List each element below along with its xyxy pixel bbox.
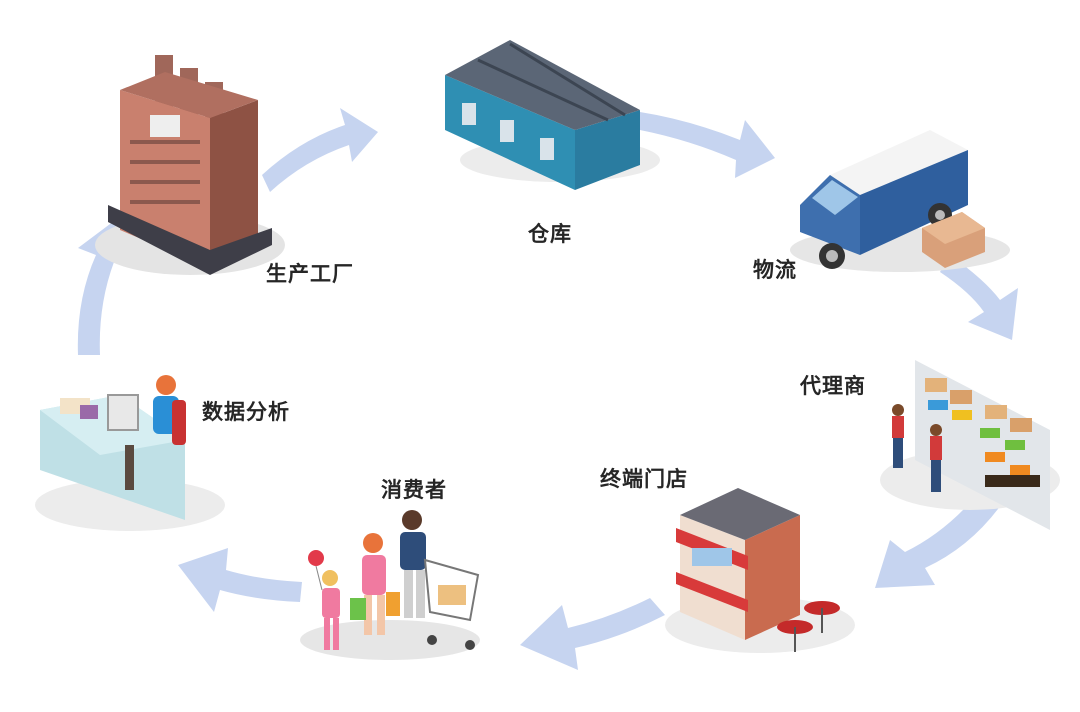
node-label-logistics: 物流 [753, 258, 797, 282]
arrow-logistics-to-distributor [940, 255, 1018, 340]
node-label-warehouse: 仓库 [528, 222, 572, 246]
warehouse-icon [445, 40, 660, 190]
node-label-consumer: 消费者 [381, 478, 447, 502]
arrow-distributor-to-store [875, 485, 1008, 588]
node-label-store: 终端门店 [600, 467, 688, 491]
node-label-distributor: 代理商 [800, 374, 866, 398]
factory-icon [95, 55, 285, 275]
node-label-factory: 生产工厂 [266, 262, 354, 286]
shopping-family-icon [300, 510, 480, 660]
cycle-arrows [77, 108, 1018, 670]
arrow-consumer-to-analytics [178, 548, 302, 612]
analyst-desk-icon [35, 375, 225, 531]
arrow-warehouse-to-logistics [640, 112, 775, 178]
arrow-store-to-consumer [520, 598, 665, 670]
shopper-figure [892, 404, 904, 468]
delivery-van-icon [790, 130, 1010, 272]
shopper-figure [930, 424, 942, 492]
arrow-factory-to-warehouse [262, 108, 378, 192]
storefront-icon [665, 488, 855, 653]
store-shelves-icon [880, 360, 1060, 530]
node-label-analytics: 数据分析 [202, 400, 290, 424]
